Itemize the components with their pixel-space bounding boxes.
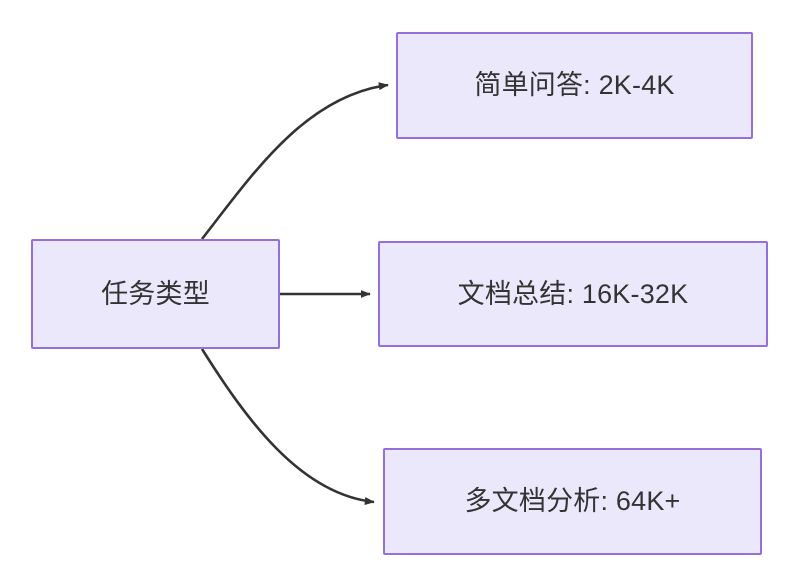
node-task-type[interactable]: 任务类型	[31, 239, 280, 349]
node-task-type-label: 任务类型	[101, 278, 210, 309]
node-doc-summary-label: 文档总结: 16K-32K	[457, 278, 689, 309]
node-multi-doc[interactable]: 多文档分析: 64K+	[383, 448, 762, 555]
edge-root-to-multi-doc	[200, 348, 375, 505]
node-doc-summary[interactable]: 文档总结: 16K-32K	[378, 241, 768, 347]
edge-root-to-simple-qa	[200, 82, 389, 240]
node-simple-qa-label: 简单问答: 2K-4K	[474, 70, 675, 101]
node-multi-doc-label: 多文档分析: 64K+	[464, 486, 681, 517]
node-simple-qa[interactable]: 简单问答: 2K-4K	[396, 32, 753, 139]
